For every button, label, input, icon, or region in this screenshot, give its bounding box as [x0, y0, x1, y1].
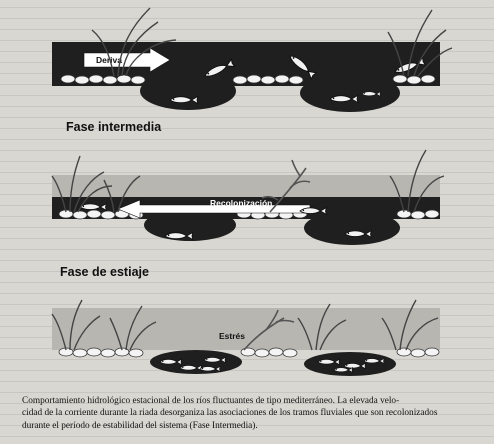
branch	[243, 309, 295, 351]
branch	[261, 159, 311, 213]
heading-intermediate: Fase intermedia	[66, 120, 162, 134]
drift-arrow	[83, 47, 171, 73]
caption-line-3: durante el período de estabilidad del si…	[22, 420, 258, 431]
panel-flood: Deriva	[52, 7, 453, 112]
reeds	[51, 299, 439, 351]
heading-low-water: Fase de estiaje	[60, 265, 149, 279]
reeds	[91, 7, 453, 77]
reeds	[51, 149, 445, 213]
stress-label: Estrés	[219, 331, 245, 341]
pool-right	[304, 211, 400, 245]
pool-left	[140, 72, 236, 110]
dry-channel-band	[52, 308, 440, 350]
caption-line-1: Comportamiento hidrológico estacional de…	[22, 396, 400, 406]
pool-left	[144, 209, 236, 241]
recolonization-arrow	[117, 199, 311, 219]
caption-line-2: cidad de la corriente durante la riada d…	[22, 408, 438, 419]
pool-right	[300, 74, 400, 112]
water-surface-band	[52, 175, 440, 197]
panel-intermediate: Recolonización	[51, 149, 445, 245]
figure-caption: Comportamiento hidrológico estacional de…	[22, 395, 484, 432]
recolonization-label: Recolonización	[210, 198, 272, 208]
drift-label: Deriva	[96, 55, 122, 65]
panel-low-water: Estrés	[51, 299, 440, 376]
